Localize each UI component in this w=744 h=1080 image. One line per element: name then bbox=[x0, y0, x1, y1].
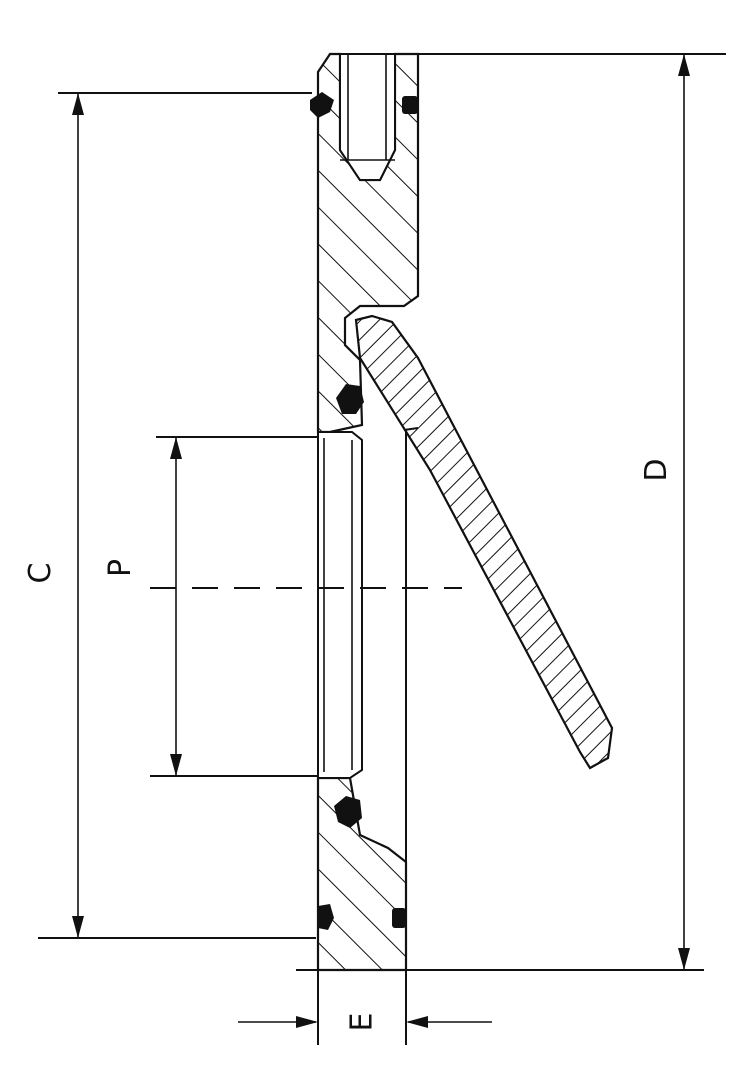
dimension-e: E bbox=[238, 1013, 492, 1032]
o-ring-bottom-right bbox=[392, 908, 406, 928]
valve-body bbox=[316, 52, 420, 1045]
dimension-p: P bbox=[103, 436, 318, 777]
dimension-d: D bbox=[296, 53, 726, 971]
dimension-e-label: E bbox=[345, 1013, 380, 1032]
o-ring-top-left bbox=[310, 92, 334, 118]
o-ring-lower-seat bbox=[334, 796, 362, 828]
o-ring-top-right bbox=[402, 96, 418, 114]
dimension-d-label: D bbox=[639, 458, 674, 481]
o-ring-upper-seat bbox=[336, 384, 364, 414]
valve-disc bbox=[354, 314, 614, 770]
dimension-p-label: P bbox=[103, 559, 138, 577]
bolt-hole bbox=[339, 53, 396, 181]
o-ring-bottom-left bbox=[318, 904, 334, 930]
dimension-c-label: C bbox=[23, 563, 58, 584]
dimension-c: C bbox=[23, 92, 316, 939]
o-rings bbox=[310, 92, 418, 930]
body-lower-section bbox=[316, 776, 408, 972]
